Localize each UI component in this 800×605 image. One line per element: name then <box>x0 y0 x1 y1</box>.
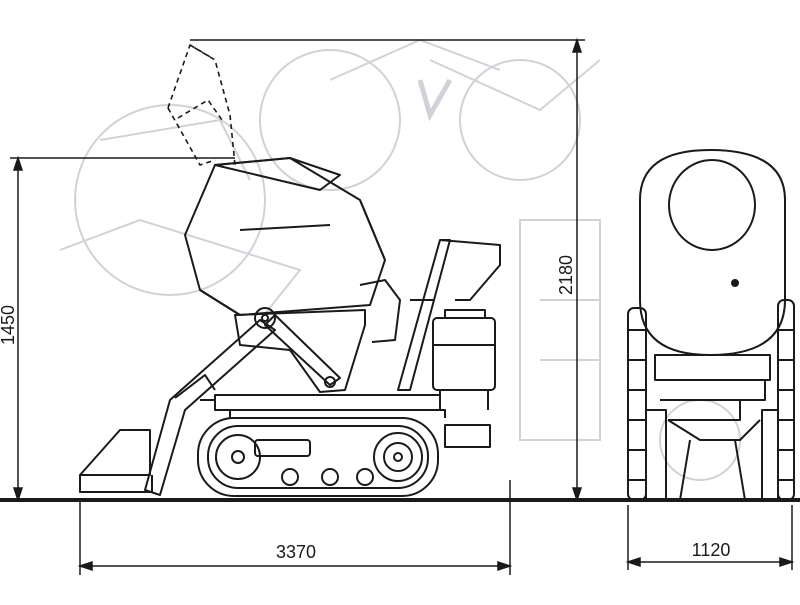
dimension-label-max-height: 2180 <box>556 255 576 295</box>
dimension-lines <box>10 37 795 575</box>
lift-arm <box>144 319 276 496</box>
side-view-mixer <box>79 44 501 497</box>
chassis-frame <box>214 394 441 411</box>
front-drum-body <box>639 149 786 356</box>
engine <box>432 309 496 448</box>
background-ghost-drawing <box>59 38 741 481</box>
front-blade <box>79 429 153 493</box>
operator-handle <box>397 239 501 391</box>
dimension-label-drum-height: 1450 <box>0 305 18 345</box>
front-view-mixer <box>627 149 795 501</box>
front-track-right <box>761 299 795 501</box>
front-drum-opening <box>668 159 756 251</box>
hopper-base <box>234 309 366 393</box>
dimension-label-width: 1120 <box>692 540 731 560</box>
front-chute <box>667 419 761 441</box>
dimension-label-length: 3370 <box>276 542 316 562</box>
tipped-drum-outline <box>167 44 236 166</box>
mixing-drum <box>184 157 386 316</box>
pivot-joint <box>254 307 276 329</box>
front-track-left <box>627 307 667 501</box>
drive-sprocket <box>373 432 423 482</box>
hydraulic-ram <box>264 314 341 386</box>
track-assembly <box>197 409 446 497</box>
